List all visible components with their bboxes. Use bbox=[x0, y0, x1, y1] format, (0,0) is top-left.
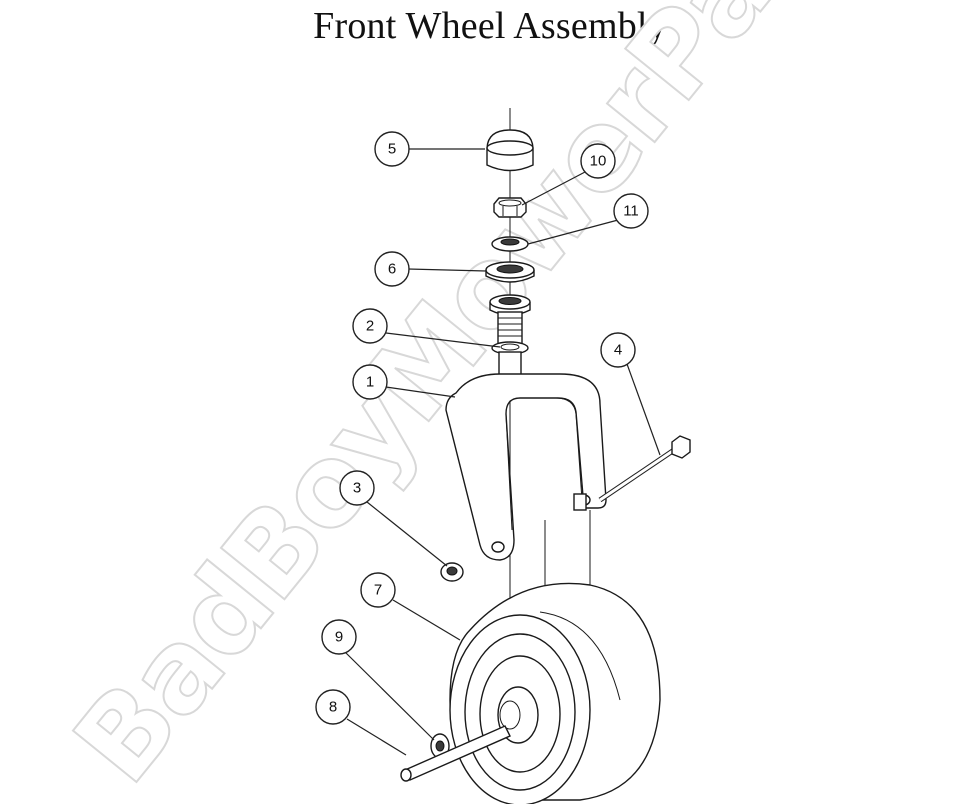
callout-10: 10 bbox=[580, 143, 616, 179]
callout-7: 7 bbox=[360, 572, 396, 608]
callout-4-label: 4 bbox=[614, 342, 622, 359]
callout-7-label: 7 bbox=[374, 582, 382, 599]
page-title: Front Wheel Assembly bbox=[313, 5, 667, 47]
callout-1-label: 1 bbox=[366, 374, 374, 391]
part-5-dust-cap bbox=[486, 129, 534, 172]
callout-9: 9 bbox=[321, 619, 357, 655]
callout-10-label: 10 bbox=[590, 153, 607, 170]
callout-8: 8 bbox=[315, 689, 351, 725]
callout-6: 6 bbox=[374, 251, 410, 287]
callout-5-label: 5 bbox=[388, 141, 396, 158]
callout-4: 4 bbox=[600, 332, 636, 368]
part-1-fork bbox=[445, 373, 607, 561]
callout-6-label: 6 bbox=[388, 261, 396, 278]
part-7-wheel-tire bbox=[449, 582, 661, 804]
part-4-axle-bolt bbox=[598, 435, 691, 503]
callout-3: 3 bbox=[339, 470, 375, 506]
callout-2: 2 bbox=[352, 308, 388, 344]
callout-11: 11 bbox=[613, 193, 649, 229]
part-3-lock-nut bbox=[440, 562, 464, 582]
callout-9-label: 9 bbox=[335, 629, 343, 646]
part-6-bearing bbox=[485, 261, 535, 283]
part-11-washer bbox=[491, 236, 529, 252]
callout-leaders bbox=[344, 148, 661, 756]
callout-2-label: 2 bbox=[366, 318, 374, 335]
part-10-hex-nut bbox=[493, 197, 527, 218]
callout-3-label: 3 bbox=[353, 480, 361, 497]
callout-11-label: 11 bbox=[623, 203, 639, 220]
callout-1: 1 bbox=[352, 364, 388, 400]
spindle-post bbox=[497, 311, 523, 345]
callout-5: 5 bbox=[374, 131, 410, 167]
part-8-axle bbox=[400, 725, 511, 782]
callout-8-label: 8 bbox=[329, 699, 337, 716]
